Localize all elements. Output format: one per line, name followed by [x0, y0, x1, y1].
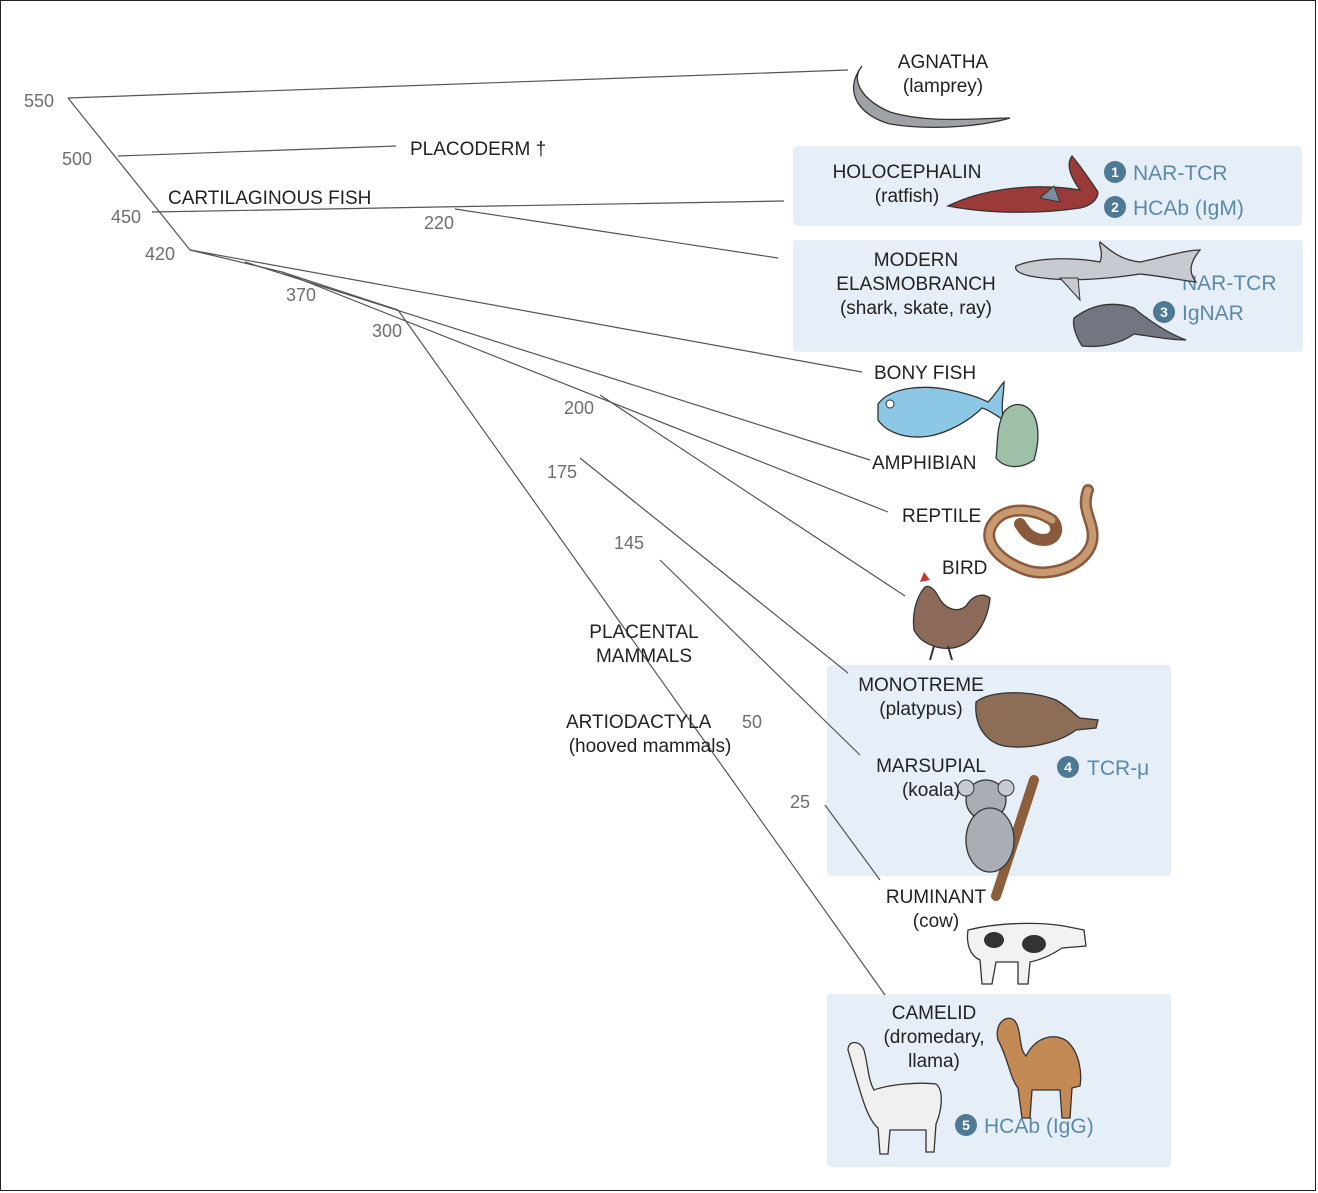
- badge-number: 1: [1111, 164, 1119, 180]
- feature-5: 5 HCAb (IgG): [955, 1114, 1094, 1138]
- taxon-placoderm: PLACODERM †: [410, 139, 546, 160]
- ratfish-icon: [945, 154, 1099, 213]
- tree-branches: [67, 69, 906, 996]
- badge-icon: [1057, 756, 1079, 778]
- clade-label-artiodactyla: ARTIODACTYLA: [566, 712, 712, 733]
- badge-icon: [1153, 301, 1175, 323]
- taxon-ruminant: RUMINANT: [886, 887, 987, 908]
- branch-marsupial: [659, 559, 861, 756]
- taxon-holocephalin: HOLOCEPHALIN: [833, 162, 982, 183]
- badge-number: 2: [1111, 199, 1119, 215]
- fish-icon: [877, 380, 1006, 438]
- branch-placoderm: [117, 145, 397, 157]
- shark-icon: [1014, 241, 1202, 302]
- taxon-bird: BIRD: [942, 558, 987, 579]
- clade-label-placental: MAMMALS: [596, 646, 692, 667]
- time-label: 145: [614, 533, 644, 553]
- time-label: 300: [372, 321, 402, 341]
- badge-number: 3: [1160, 304, 1168, 320]
- cow-icon: [966, 922, 1087, 985]
- elasmobranch-box: [793, 240, 1303, 352]
- badge-icon: [1104, 161, 1126, 183]
- time-label: 550: [24, 91, 54, 111]
- branch-amphibian: [244, 261, 871, 461]
- branch-holocephalin: [151, 200, 785, 213]
- taxon-ruminant-sub: (cow): [913, 911, 959, 932]
- snake-icon: [983, 484, 1099, 579]
- time-label: 175: [547, 462, 577, 482]
- feature-label-nar-tcr: NAR-TCR: [1182, 272, 1277, 295]
- ray-icon: [1072, 303, 1187, 348]
- taxon-agnatha-sub: (lamprey): [903, 76, 983, 97]
- time-label: 50: [742, 712, 762, 732]
- branch-elasmobranch: [454, 208, 779, 259]
- taxon-agnatha: AGNATHA: [898, 52, 989, 73]
- taxon-elasmobranch-sub: (shark, skate, ray): [840, 298, 992, 319]
- taxon-bony-fish: BONY FISH: [874, 363, 976, 384]
- clade-label-placental: PLACENTAL: [589, 622, 698, 643]
- branch-ruminant: [824, 804, 881, 881]
- llama-icon: [847, 1041, 942, 1155]
- taxon-marsupial-sub: (koala): [902, 780, 960, 801]
- taxon-monotreme: MONOTREME: [858, 675, 984, 696]
- taxon-camelid-sub: llama): [908, 1051, 960, 1072]
- branch-trunk-3: [281, 271, 399, 311]
- feature-3: 3 IgNAR: [1153, 301, 1244, 325]
- feature-label: IgNAR: [1182, 302, 1244, 325]
- badge-number: 5: [962, 1117, 970, 1133]
- feature-2: 2 HCAb (IgM): [1104, 196, 1244, 220]
- taxon-elasmobranch: MODERN: [874, 250, 958, 271]
- feature-4: 4 TCR-μ: [1057, 756, 1149, 780]
- feature-label: NAR-TCR: [1133, 162, 1228, 185]
- taxon-amphibian: AMPHIBIAN: [872, 453, 977, 474]
- platypus-icon: [975, 692, 1099, 748]
- lamprey-icon: [852, 65, 1011, 128]
- clade-label-artiodactyla: (hooved mammals): [569, 736, 732, 757]
- rooster-icon: [912, 572, 991, 661]
- time-label: 370: [286, 285, 316, 305]
- koala-icon: [957, 775, 1039, 901]
- feature-label: HCAb (IgM): [1133, 197, 1244, 220]
- time-label: 450: [111, 207, 141, 227]
- time-label: 200: [564, 398, 594, 418]
- branch-reptile: [281, 271, 889, 513]
- clade-label-cartilaginous: CARTILAGINOUS FISH: [168, 188, 371, 209]
- feature-label: HCAb (IgG): [984, 1115, 1094, 1138]
- badge-number: 4: [1064, 759, 1072, 775]
- taxon-marsupial: MARSUPIAL: [876, 756, 986, 777]
- time-label: 25: [790, 792, 810, 812]
- branch-agnatha: [67, 69, 849, 99]
- branch-trunk-2: [189, 249, 283, 273]
- badge-icon: [955, 1114, 977, 1136]
- taxon-elasmobranch: ELASMOBRANCH: [836, 274, 995, 295]
- taxon-camelid: CAMELID: [892, 1003, 976, 1024]
- frog-icon: [995, 403, 1039, 468]
- branch-trunk-1: [67, 97, 191, 251]
- branch-monotreme: [579, 457, 849, 674]
- feature-1: 1 NAR-TCR: [1104, 161, 1228, 185]
- feature-label: TCR-μ: [1087, 757, 1149, 780]
- badge-icon: [1104, 196, 1126, 218]
- taxon-camelid-sub: (dromedary,: [883, 1027, 984, 1048]
- time-label: 220: [424, 213, 454, 233]
- taxon-holocephalin-sub: (ratfish): [875, 186, 939, 207]
- taxon-monotreme-sub: (platypus): [879, 699, 962, 720]
- camel-icon: [996, 1017, 1082, 1119]
- branch-bird: [599, 394, 906, 597]
- holocephalin-box: [793, 146, 1302, 226]
- time-label: 500: [62, 149, 92, 169]
- taxon-reptile: REPTILE: [902, 506, 981, 527]
- time-label: 420: [145, 244, 175, 264]
- mammal-box: [827, 665, 1171, 876]
- branch-camelid: [397, 309, 886, 996]
- branch-bony-fish: [189, 249, 863, 373]
